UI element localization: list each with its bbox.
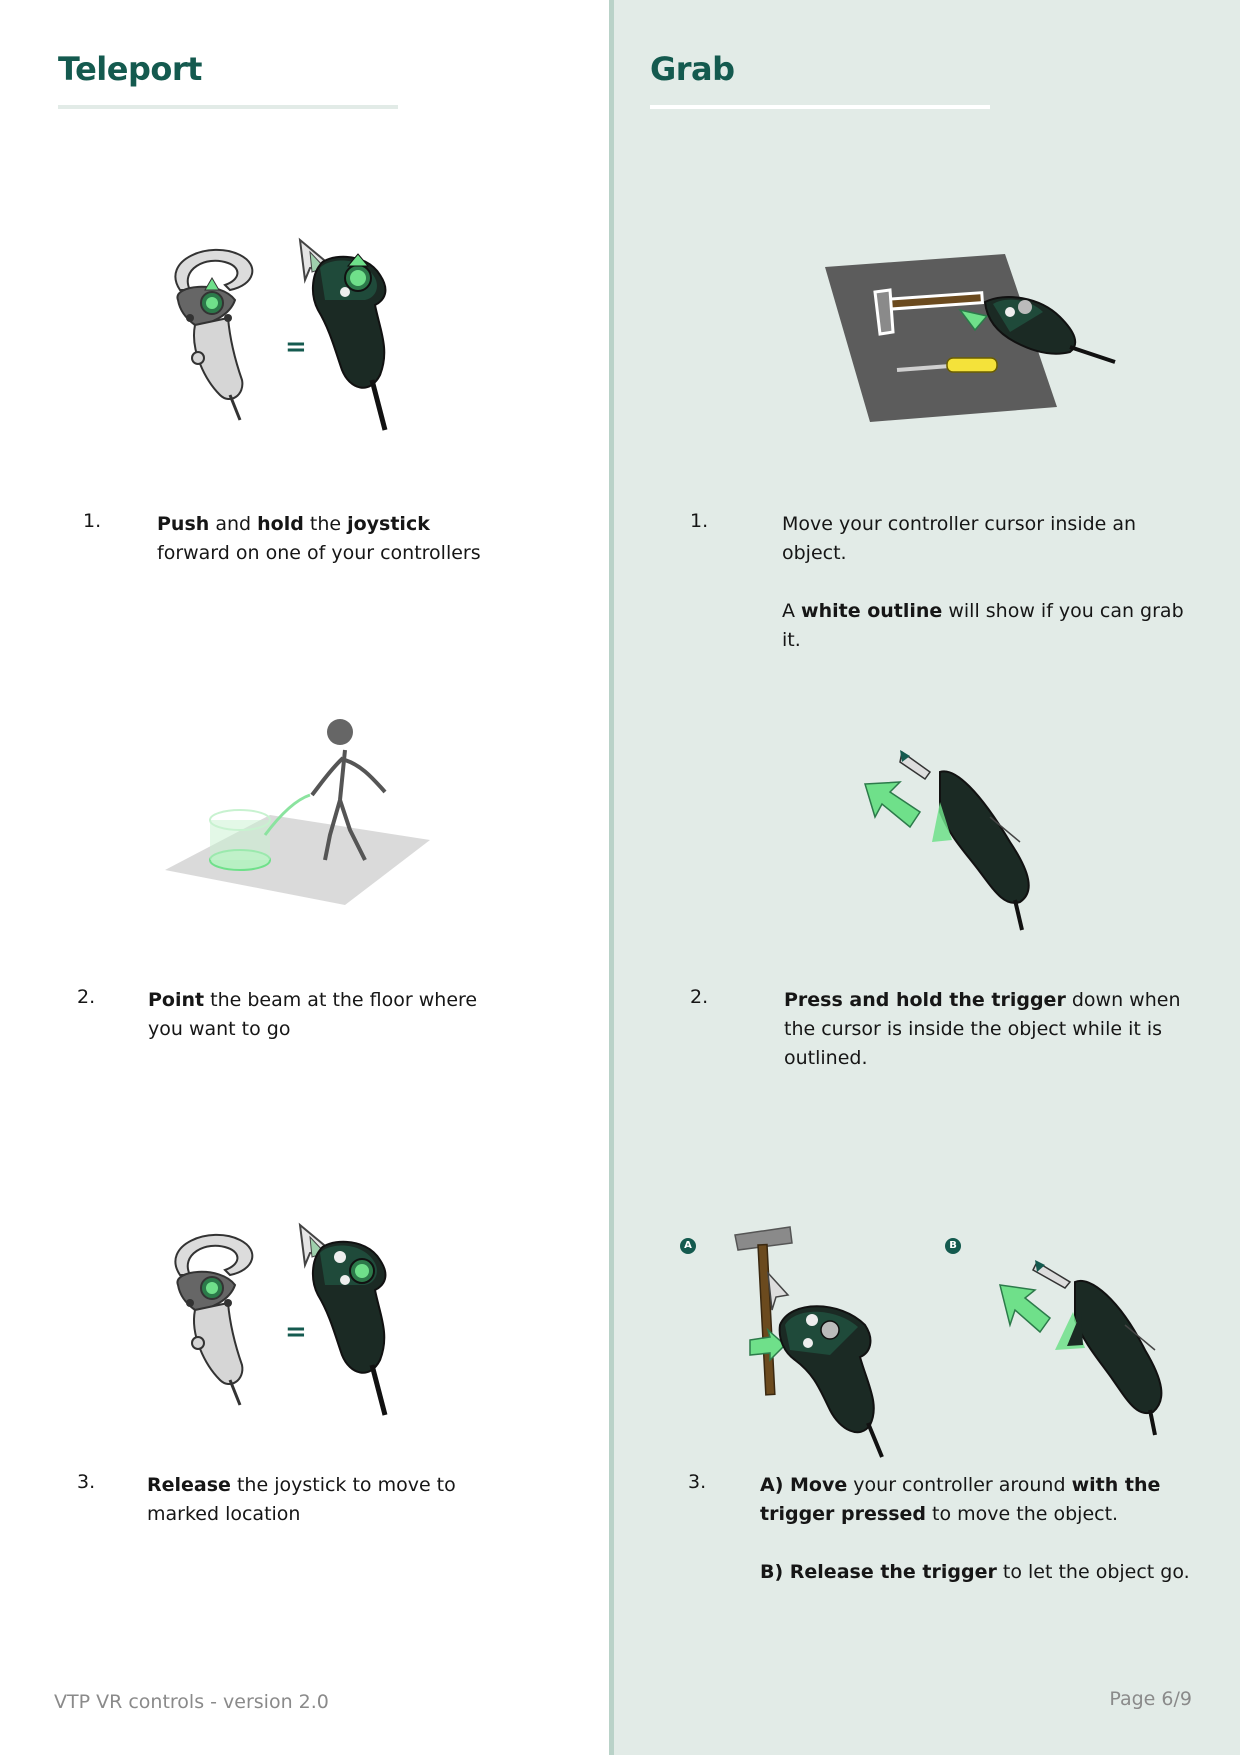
teleport-beam xyxy=(263,793,311,836)
grab-title-rule xyxy=(650,105,990,109)
teleport-step1-text: Push and hold the joystick forward on on… xyxy=(157,513,481,564)
hammer-icon xyxy=(873,288,985,336)
grab-step2-illustration xyxy=(864,750,1030,931)
arrow-icon xyxy=(999,1284,1052,1334)
controller-icon xyxy=(1055,1279,1163,1436)
quest-controller-icon xyxy=(174,1233,254,1406)
teleport-title: Teleport xyxy=(58,50,202,88)
controller-icon xyxy=(298,237,388,431)
teleport-step2-text: Point the beam at the floor where you wa… xyxy=(148,989,478,1040)
controller-icon xyxy=(778,1305,884,1458)
teleport-title-rule xyxy=(58,105,398,109)
arrow-icon xyxy=(864,781,922,829)
screwdriver-icon xyxy=(896,357,998,373)
grab-step1-number: 1. xyxy=(690,510,709,532)
grab-step3a-illustration xyxy=(734,1226,884,1458)
grab-step2-number: 2. xyxy=(690,986,709,1008)
teleport-step1-illustration: = xyxy=(174,237,388,431)
footer-version: VTP VR controls - version 2.0 xyxy=(54,1691,329,1713)
stick-figure-icon xyxy=(310,719,387,861)
teleport-step2-number: 2. xyxy=(77,986,96,1008)
column-divider xyxy=(609,0,614,1755)
equals-sign: = xyxy=(285,332,307,362)
hammer-icon xyxy=(734,1226,793,1396)
badge-a: A xyxy=(680,1238,696,1254)
footer-page-number: Page 6/9 xyxy=(1109,1688,1192,1710)
grab-step3b-illustration xyxy=(999,1260,1163,1436)
floor-plane xyxy=(165,815,430,905)
quest-controller-icon xyxy=(174,248,254,421)
teleport-step2-illustration xyxy=(165,719,430,905)
controller-icon xyxy=(298,1222,388,1416)
grab-step3-number: 3. xyxy=(688,1471,707,1493)
badge-b: B xyxy=(945,1238,961,1254)
grab-step2-text: Press and hold the trigger down when the… xyxy=(784,989,1181,1069)
teleport-step3-illustration: = xyxy=(174,1222,388,1416)
teleport-step3-number: 3. xyxy=(77,1471,96,1493)
grab-step1-illustration xyxy=(825,254,1116,422)
grab-step3-text: A) Move your controller around with the … xyxy=(760,1474,1190,1583)
grab-step1-text: Move your controller cursor inside an ob… xyxy=(782,513,1184,651)
controller-icon xyxy=(932,770,1030,931)
controller-icon xyxy=(983,296,1116,364)
teleport-step1-number: 1. xyxy=(83,510,102,532)
equals-sign: = xyxy=(285,1317,307,1347)
grab-title: Grab xyxy=(650,50,735,88)
teleport-step3-text: Release the joystick to move to marked l… xyxy=(147,1474,456,1525)
